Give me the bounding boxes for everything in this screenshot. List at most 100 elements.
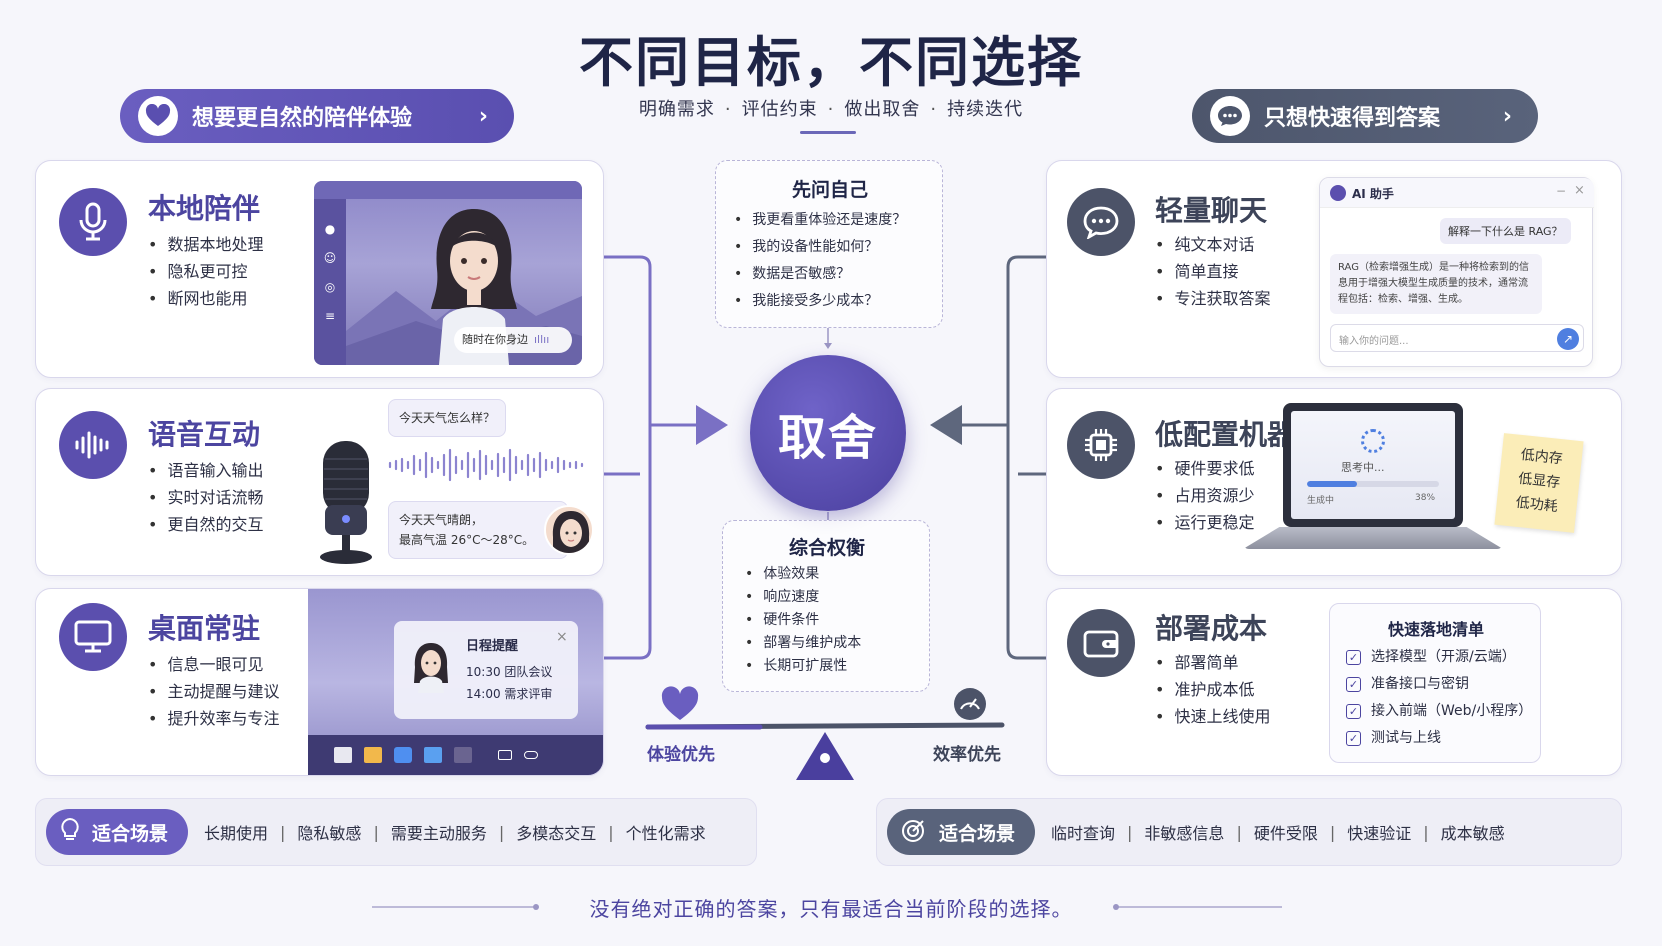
audio-icon[interactable]	[454, 747, 472, 763]
subtitle-item: 做出取舍	[844, 99, 921, 120]
send-icon[interactable]: ↗	[1557, 328, 1579, 350]
bullet-item: 部署简单	[1155, 649, 1270, 676]
card-title: 桌面常驻	[148, 612, 261, 645]
quick-answer-pill-label: 只想快速得到答案	[1264, 106, 1441, 131]
ai-assistant-window: AI 助手 − × 解释一下什么是 RAG？ RAG（检索增强生成）是一种将检索…	[1319, 177, 1594, 367]
card-desktop-resident: 桌面常驻 信息一眼可见 主动提醒与建议 提升效率与专注 日程提醒 × 10:30…	[35, 588, 604, 776]
scenario-item: 非敏感信息	[1144, 824, 1225, 843]
close-icon[interactable]: ×	[556, 629, 568, 645]
desktop-preview: 日程提醒 × 10:30 团队会议 14:00 需求评审	[308, 589, 603, 775]
companion-pill-button[interactable]: 想要更自然的陪伴体验 ›	[120, 89, 514, 143]
progress-value: 38%	[1415, 493, 1436, 503]
bullet-item: 信息一眼可见	[148, 651, 279, 678]
chat-dots-icon	[1210, 96, 1250, 136]
notification-line: 10:30 团队会议	[466, 665, 553, 679]
card-title: 低配置机器	[1155, 418, 1296, 451]
ask-yourself-box: 先问自己 我更看重体验还是速度？ 我的设备性能如何？ 数据是否敏感？ 我能接受多…	[715, 160, 943, 328]
right-scenario-bar: 适合场景 临时查询| 非敏感信息| 硬件受限| 快速验证| 成本敏感	[876, 798, 1622, 866]
checkbox-checked-icon[interactable]: ✓	[1346, 704, 1361, 719]
code-icon[interactable]	[394, 747, 412, 763]
checkbox-checked-icon[interactable]: ✓	[1346, 731, 1361, 746]
checklist-panel: 快速落地清单 ✓选择模型（开源/云端） ✓准备接口与密钥 ✓接入前端（Web/小…	[1329, 603, 1541, 763]
speedometer-icon	[952, 686, 988, 726]
ask-item: 我能接受多少成本？	[734, 288, 906, 315]
studio-microphone-icon	[320, 441, 372, 564]
close-icon[interactable]: ×	[1574, 183, 1585, 198]
scenario-item: 快速验证	[1347, 824, 1412, 843]
checklist: ✓ 选择模型（开源/云端） ✓ 准备接口与密钥 ✓接入前端（Web/小程序） ✓测试…	[1346, 644, 1532, 752]
progress-fill	[1307, 481, 1358, 487]
scenario-item: 长期使用	[204, 824, 269, 843]
experience-first-label: 体验优先	[647, 745, 715, 765]
voice-question-bubble: 今天天气怎么样？	[388, 399, 507, 437]
input-placeholder: 输入你的问题...	[1339, 336, 1409, 347]
companion-pill-label: 想要更自然的陪伴体验	[192, 106, 413, 131]
bullet-item: 隐私更可控	[148, 258, 263, 285]
companion-caption: 随时在你身边	[462, 333, 528, 346]
balance-scale	[645, 722, 1005, 780]
bullet-list: 信息一眼可见 主动提醒与建议 提升效率与专注	[148, 651, 279, 732]
progress-label: 生成中	[1307, 496, 1335, 506]
voice-answer-line: 最高气温 26°C～28°C。	[399, 533, 535, 547]
monitor-icon	[59, 603, 127, 671]
checklist-item[interactable]: ✓ 准备接口与密钥	[1346, 671, 1532, 698]
folder-icon[interactable]	[364, 747, 382, 763]
balance-item: 部署与维护成本	[745, 632, 861, 655]
ask-list: 我更看重体验还是速度？ 我的设备性能如何？ 数据是否敏感？ 我能接受多少成本？	[734, 207, 906, 315]
tray-icon[interactable]	[524, 751, 538, 759]
notes-icon[interactable]	[334, 747, 352, 763]
notification-title: 日程提醒	[466, 639, 519, 654]
bullet-item: 简单直接	[1155, 258, 1270, 285]
microphone-icon	[59, 188, 127, 256]
balance-item: 长期可扩展性	[745, 655, 861, 678]
chip-icon	[1067, 411, 1135, 479]
bullet-item: 语音输入输出	[148, 457, 263, 484]
checklist-item[interactable]: ✓接入前端（Web/小程序）	[1346, 698, 1532, 725]
checklist-label: 选择模型（开源/云端）	[1371, 649, 1516, 665]
subtitle-item: 持续迭代	[947, 99, 1024, 120]
bullet-list: 数据本地处理 隐私更可控 断网也能用	[148, 231, 263, 312]
heart-chat-icon	[138, 96, 178, 136]
avatar	[410, 639, 452, 693]
checkbox-checked-icon[interactable]: ✓	[1346, 677, 1361, 692]
avatar	[544, 505, 594, 555]
bullet-list: 纯文本对话 简单直接 专注获取答案	[1155, 231, 1270, 312]
minimize-icon[interactable]: −	[1556, 184, 1567, 198]
scenario-item: 临时查询	[1051, 824, 1116, 843]
scenario-item: 成本敏感	[1440, 824, 1505, 843]
window-icon[interactable]	[498, 750, 512, 760]
balance-list: 体验效果 响应速度 硬件条件 部署与维护成本 长期可扩展性	[745, 563, 861, 678]
chevron-right-icon: ›	[478, 103, 488, 129]
scenario-label: 适合场景	[939, 822, 1016, 845]
lightbulb-icon	[60, 817, 80, 848]
mail-icon[interactable]	[424, 747, 442, 763]
card-light-chat: 轻量聊天 纯文本对话 简单直接 专注获取答案 AI 助手 − × 解释一下什么是…	[1046, 160, 1622, 378]
balance-box: 综合权衡 体验效果 响应速度 硬件条件 部署与维护成本 长期可扩展性	[722, 520, 930, 692]
window-titlebar	[314, 181, 582, 199]
card-title: 本地陪伴	[148, 192, 261, 225]
balance-title: 综合权衡	[788, 537, 865, 559]
bullet-item: 数据本地处理	[148, 231, 263, 258]
chat-bubble-icon	[1067, 188, 1135, 256]
laptop-screen-frame: 思考中... 生成中 38%	[1283, 403, 1463, 527]
heart-icon	[660, 686, 700, 726]
assistant-name: AI 助手	[1352, 187, 1394, 201]
checkbox-checked-icon[interactable]: ✓	[1346, 650, 1361, 665]
card-title: 轻量聊天	[1155, 194, 1268, 227]
waveform	[386, 447, 586, 483]
notification-line: 14:00 需求评审	[466, 687, 553, 701]
laptop: 思考中... 生成中 38%	[1243, 403, 1503, 571]
ask-item: 我更看重体验还是速度？	[734, 207, 906, 234]
robot-icon	[1330, 185, 1346, 201]
checklist-label: 准备接口与密钥	[1371, 676, 1469, 692]
question-input[interactable]: 输入你的问题... ↗	[1330, 324, 1584, 352]
ask-yourself-title: 先问自己	[791, 179, 868, 201]
balance-item: 体验效果	[745, 563, 861, 586]
bullet-item: 提升效率与专注	[148, 705, 279, 732]
checklist-item[interactable]: ✓ 选择模型（开源/云端）	[1346, 644, 1532, 671]
scenario-label: 适合场景	[92, 822, 169, 845]
checklist-item[interactable]: ✓测试与上线	[1346, 725, 1532, 752]
quick-answer-pill-button[interactable]: 只想快速得到答案 ›	[1192, 89, 1538, 143]
